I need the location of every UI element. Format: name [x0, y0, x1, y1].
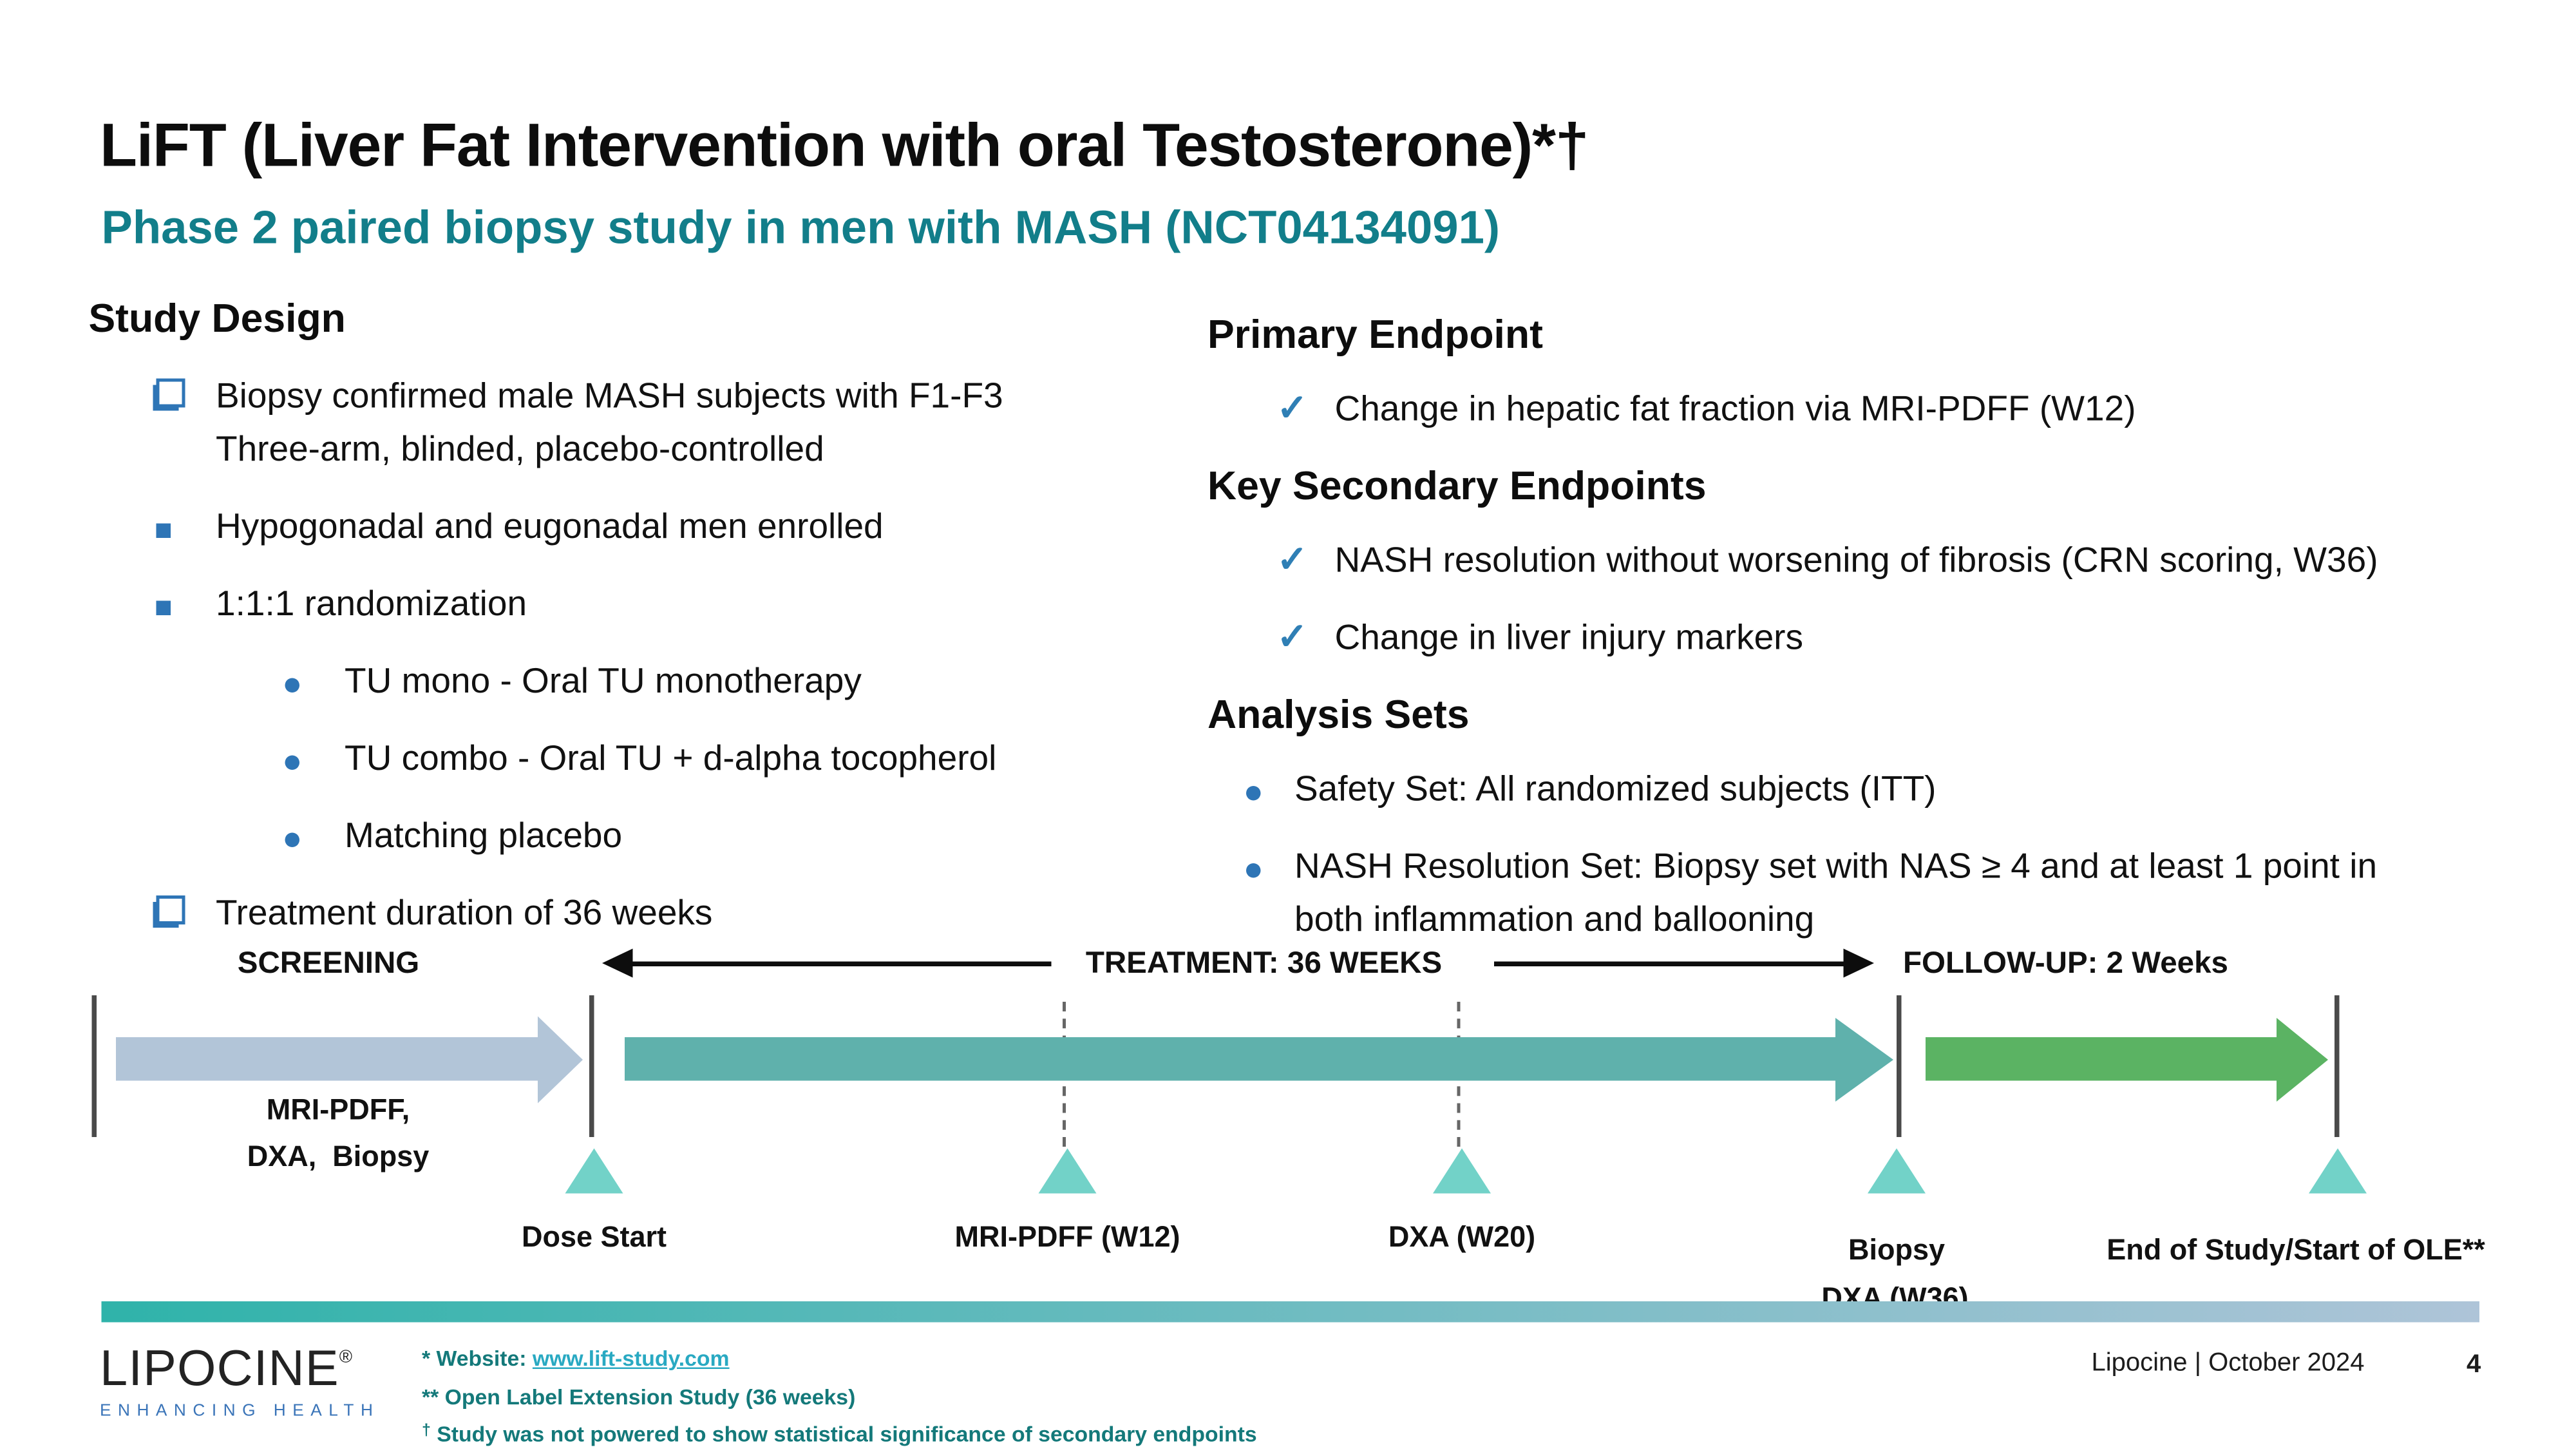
milestone-label-end-of-study: End of Study/Start of OLE**: [2107, 1234, 2485, 1266]
list-item: Safety Set: All randomized subjects (ITT…: [1208, 762, 2544, 816]
followup-arrowhead-icon: [2277, 1018, 2328, 1102]
list-item-text: Change in hepatic fat fraction via MRI-P…: [1334, 388, 2136, 429]
footnote-ole: ** Open Label Extension Study (36 weeks): [422, 1384, 856, 1409]
milestone-label-biopsy: Biopsy: [1848, 1234, 1946, 1266]
phase-label-followup: FOLLOW-UP: 2 Weeks: [1903, 947, 2228, 981]
dot-bullet-icon: [285, 832, 299, 847]
milestone-triangle-icon: [1868, 1148, 1926, 1194]
milestone-triangle-icon: [2309, 1148, 2367, 1194]
list-item: Hypogonadal and eugonadal men enrolled: [89, 499, 1151, 553]
treatment-arrow-line: [1494, 961, 1845, 966]
list-item: 1:1:1 randomization: [89, 577, 1151, 630]
square-bullet-icon: [156, 600, 171, 615]
secondary-endpoints-heading: Key Secondary Endpoints: [1208, 464, 1707, 509]
phase-label-treatment: TREATMENT: 36 WEEKS: [1085, 947, 1443, 981]
checkbox-bullet-icon: [156, 895, 185, 924]
footnotes: * Website: www.lift-study.com ** Open La…: [422, 1340, 1257, 1454]
milestone-label-mri-pdff: MRI-PDFF (W12): [954, 1221, 1180, 1253]
list-item-text: Hypogonadal and eugonadal men enrolled: [216, 506, 884, 546]
list-item-text: Matching placebo: [345, 815, 623, 856]
dagger-mark: †: [422, 1422, 431, 1440]
list-item-text: TU combo - Oral TU + d-alpha tocopherol: [345, 738, 997, 778]
list-item-text: Three-arm, blinded, placebo-controlled: [216, 428, 824, 469]
list-item-text: NASH resolution without worsening of fib…: [1334, 539, 2378, 580]
gradient-divider-bar: [101, 1301, 2479, 1323]
footnote-power: † Study was not powered to show statisti…: [422, 1422, 1257, 1447]
checkbox-bullet-icon: [156, 378, 185, 408]
checkmark-icon: ✓: [1276, 387, 1308, 428]
list-item-text: Biopsy confirmed male MASH subjects with…: [216, 375, 1003, 416]
list-item: TU combo - Oral TU + d-alpha tocopherol: [89, 731, 1151, 785]
list-item: ✓ Change in hepatic fat fraction via MRI…: [1208, 382, 2544, 435]
primary-endpoint-heading: Primary Endpoint: [1208, 312, 1543, 358]
website-link[interactable]: www.lift-study.com: [532, 1346, 730, 1371]
list-item: TU mono - Oral TU monotherapy: [89, 654, 1151, 707]
dot-bullet-icon: [285, 755, 299, 770]
list-item-text: Safety Set: All randomized subjects (ITT…: [1294, 768, 1937, 809]
footer: LIPOCINE® ENHANCING HEALTH * Website: ww…: [0, 1330, 2576, 1449]
followup-arrow: [1926, 1037, 2277, 1081]
milestone-triangle-icon: [565, 1148, 623, 1194]
treatment-arrowhead-icon: [1835, 1018, 1893, 1102]
list-item-text: TU mono - Oral TU monotherapy: [345, 660, 862, 701]
logo-tagline: ENHANCING HEALTH: [100, 1401, 380, 1421]
treatment-arrow-line: [629, 961, 1052, 966]
milestone-label-dose-start: Dose Start: [521, 1221, 667, 1253]
logo-wordmark: LIPOCINE: [100, 1340, 339, 1397]
study-timeline-diagram: SCREENING TREATMENT: 36 WEEKS FOLLOW-UP:…: [0, 918, 2576, 1340]
list-item: Treatment duration of 36 weeks: [89, 886, 1151, 939]
phase-label-screening: SCREENING: [237, 947, 420, 981]
screening-procedures: MRI-PDFF,: [266, 1093, 410, 1126]
timeline-tick: [589, 995, 594, 1137]
timeline-tick: [1897, 995, 1902, 1137]
list-item: ✓ NASH resolution without worsening of f…: [1208, 533, 2544, 587]
timeline-tick: [91, 995, 97, 1137]
screening-arrow: [116, 1037, 538, 1081]
page-subtitle: Phase 2 paired biopsy study in men with …: [101, 203, 1501, 254]
list-item-text: 1:1:1 randomization: [216, 583, 527, 624]
square-bullet-icon: [156, 523, 171, 538]
footnote-website: * Website: www.lift-study.com: [422, 1346, 730, 1371]
timeline-tick: [2334, 995, 2340, 1137]
treatment-arrow: [625, 1037, 1835, 1081]
list-item-text: both inflammation and ballooning: [1294, 899, 1815, 939]
treatment-arrowhead-right-icon: [1843, 948, 1874, 978]
list-item-text: Change in liver injury markers: [1334, 617, 1804, 658]
screening-procedures: DXA, Biopsy: [247, 1140, 430, 1172]
list-item: NASH Resolution Set: Biopsy set with NAS…: [1208, 839, 2544, 946]
registered-mark-icon: ®: [339, 1348, 354, 1368]
slide-credit: Lipocine | October 2024: [2091, 1350, 2365, 1377]
dot-bullet-icon: [1246, 863, 1261, 878]
screening-arrowhead-icon: [538, 1016, 583, 1104]
checkmark-icon: ✓: [1276, 615, 1308, 657]
milestone-label-dxa-w20: DXA (W20): [1388, 1221, 1536, 1253]
list-item: ✓ Change in liver injury markers: [1208, 611, 2544, 664]
list-item: Matching placebo: [89, 808, 1151, 862]
milestone-triangle-icon: [1433, 1148, 1491, 1194]
lipocine-logo: LIPOCINE® ENHANCING HEALTH: [100, 1343, 379, 1421]
study-design-section: Study Design Biopsy confirmed male MASH …: [89, 296, 1151, 963]
endpoints-section: Primary Endpoint ✓ Change in hepatic fat…: [1208, 312, 2544, 970]
study-design-heading: Study Design: [88, 296, 346, 341]
list-item: Biopsy confirmed male MASH subjects with…: [89, 369, 1151, 475]
page-number: 4: [2467, 1351, 2481, 1379]
analysis-sets-heading: Analysis Sets: [1208, 693, 1470, 738]
milestone-triangle-icon: [1038, 1148, 1097, 1194]
list-item-text: Treatment duration of 36 weeks: [216, 892, 713, 933]
treatment-arrowhead-left-icon: [602, 948, 633, 978]
dot-bullet-icon: [285, 678, 299, 693]
page-title: LiFT (Liver Fat Intervention with oral T…: [100, 113, 1589, 180]
checkmark-icon: ✓: [1276, 538, 1308, 580]
dot-bullet-icon: [1246, 786, 1261, 801]
list-item-text: NASH Resolution Set: Biopsy set with NAS…: [1294, 845, 2378, 886]
